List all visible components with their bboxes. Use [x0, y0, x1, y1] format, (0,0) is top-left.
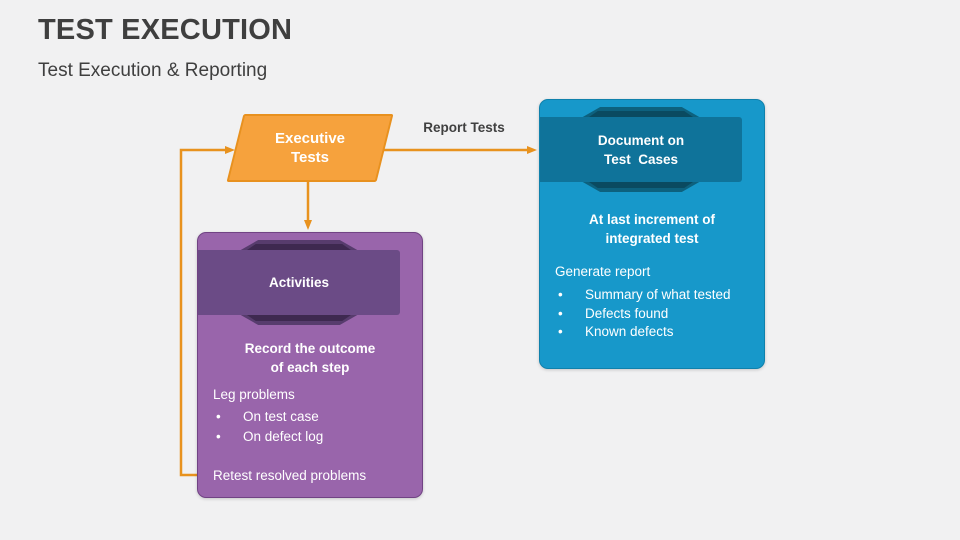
- document-card-header: Document on Test Cases: [597, 132, 685, 167]
- activities-card-header: Activities: [268, 275, 330, 290]
- document-card-emphasis: At last increment of integrated test: [588, 212, 716, 246]
- feedback-loop-arrow: [179, 146, 235, 477]
- activities-card-ribbon: Activities: [198, 240, 400, 325]
- report-tests-label: Report Tests: [423, 120, 505, 135]
- activities-card-bullet-list: On test case On defect log: [213, 407, 416, 446]
- document-card-bullet-list: Summary of what tested Defects found Kno…: [555, 286, 758, 342]
- bullet-item: On defect log: [213, 427, 416, 447]
- activities-card-footer: Retest resolved problems: [213, 468, 367, 483]
- bullet-item: Known defects: [555, 323, 758, 342]
- executive-tests-shape: Executive Tests: [226, 114, 394, 182]
- document-card-intro: Generate report: [555, 264, 651, 279]
- bullet-item: Defects found: [555, 305, 758, 324]
- executive-tests-label: Executive Tests: [274, 130, 346, 166]
- ribbon-band: Activities: [198, 250, 400, 315]
- activities-card: Activities Record the outcome of each st…: [197, 232, 423, 498]
- document-on-test-cases-card: Document on Test Cases At last increment…: [539, 99, 765, 369]
- activities-card-emphasis: Record the outcome of each step: [244, 341, 376, 375]
- slide-title: TEST EXECUTION: [38, 14, 293, 46]
- bullet-item: Summary of what tested: [555, 286, 758, 305]
- slide-subtitle: Test Execution & Reporting: [38, 60, 268, 81]
- bullet-item: On test case: [213, 407, 416, 427]
- activities-card-intro: Leg problems: [213, 387, 295, 402]
- ribbon-band: Document on Test Cases: [540, 117, 742, 182]
- document-card-ribbon: Document on Test Cases: [540, 107, 742, 192]
